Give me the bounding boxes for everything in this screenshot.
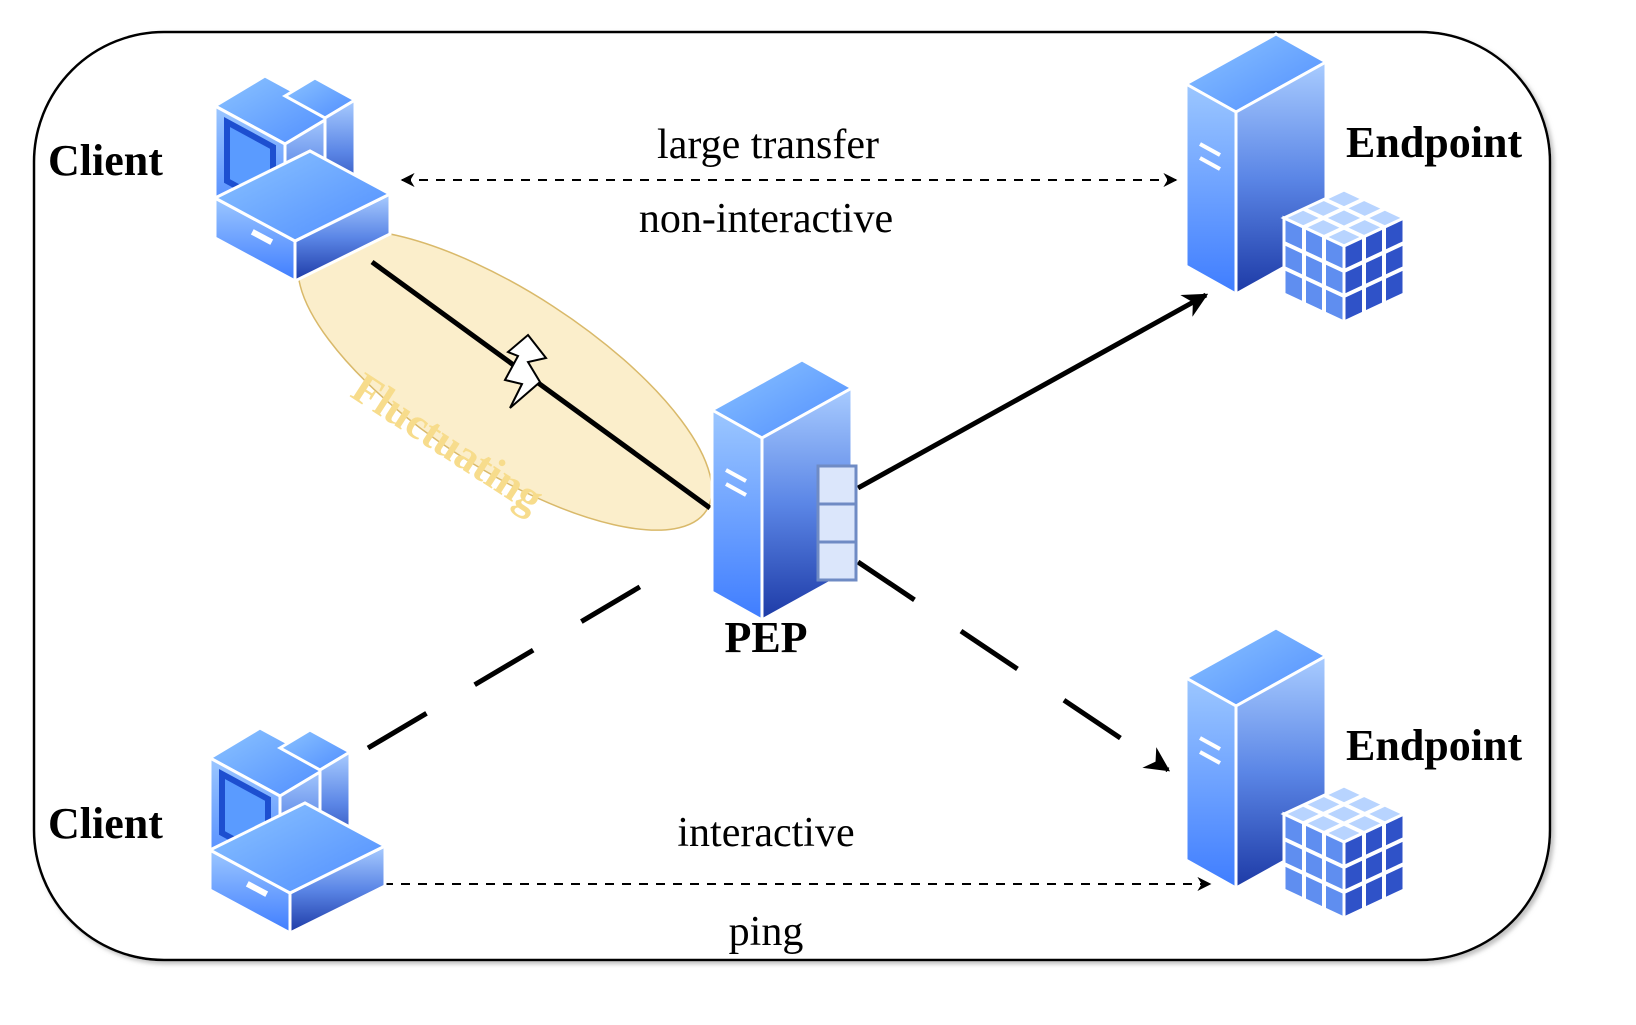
edge-label-interactive: interactive: [677, 810, 854, 856]
lightning-icon: [503, 333, 548, 409]
endpoint-top-node: Endpoint: [1184, 32, 1522, 324]
client-bottom-label: Client: [48, 799, 163, 848]
endpoint-top-label: Endpoint: [1346, 118, 1522, 167]
client-top-label: Client: [48, 136, 163, 185]
edge-client-pep: [370, 259, 712, 511]
buffer-queue-icon: [816, 464, 858, 582]
pep-label: PEP: [724, 613, 807, 662]
endpoint-bottom-label: Endpoint: [1346, 721, 1522, 770]
client-top-node: Client: [48, 76, 390, 281]
edge-pep-endpoint-top: [856, 292, 1209, 491]
edge-label-ping: ping: [729, 909, 804, 955]
pep-node: PEP: [710, 358, 858, 662]
edge-label-non-interactive: non-interactive: [639, 196, 893, 242]
storage-cube-icon: [1282, 784, 1406, 920]
client-bottom-node: Client: [48, 728, 385, 933]
endpoint-bottom-node: Endpoint: [1184, 626, 1522, 920]
edge-client-bottom-pep: [366, 569, 667, 751]
storage-cube-icon: [1282, 188, 1406, 324]
edge-pep-endpoint-bottom: [856, 559, 1171, 773]
edge-label-large-transfer: large transfer: [657, 122, 879, 168]
